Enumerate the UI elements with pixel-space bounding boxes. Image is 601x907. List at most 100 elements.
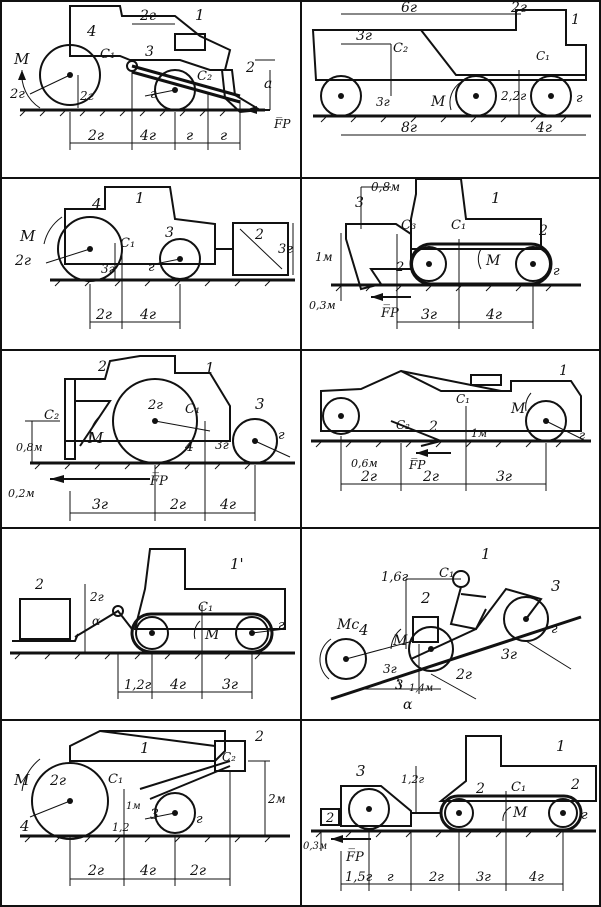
diagram-label: 2: [420, 589, 431, 607]
diagram-label: 4г: [139, 307, 156, 323]
diagram-label: 2г: [49, 773, 66, 789]
diagram-label: 2: [254, 227, 264, 243]
scraper-body: [340, 785, 412, 827]
diagram-label: г: [576, 91, 583, 106]
diagram-label: 2г: [510, 0, 527, 16]
diagram-label: 1м: [126, 801, 141, 812]
diagram-label: M: [392, 633, 408, 649]
diagram-label: 3г: [278, 242, 293, 257]
diagram-label: M: [87, 429, 104, 447]
diagram-label: 3: [165, 225, 174, 241]
diagram-label: 2г: [360, 469, 377, 485]
diagram-label: г: [387, 870, 394, 885]
diagram-label: г: [278, 618, 285, 633]
diagram-label: M: [13, 771, 30, 789]
diagram-label: г: [278, 428, 285, 443]
diagram-label: 3г: [356, 28, 372, 44]
diagram-label: 1: [491, 189, 501, 207]
diagram-label: г: [148, 260, 155, 275]
diagram-label: 4г: [528, 870, 544, 885]
diagram-label: M: [204, 627, 220, 643]
diagram-label: 2: [395, 260, 404, 275]
diagram-label: 4г: [139, 128, 156, 144]
diagram-label: 3: [355, 195, 364, 211]
diagram-label: α: [92, 614, 100, 628]
diagram-label: 2г: [89, 590, 104, 604]
diagram-label: 6г: [401, 0, 417, 16]
diagram-label: C₃: [401, 218, 416, 233]
diagram-label: 3: [145, 44, 154, 60]
diagram-label: M: [485, 253, 501, 269]
diagram-label: 1: [205, 359, 215, 377]
diagram-label: 1,4м: [409, 683, 433, 694]
diagram-label: г: [581, 808, 588, 823]
diagram-label: F̅P: [408, 457, 426, 472]
diagram-label: C₂: [393, 41, 408, 56]
diagram-label: 2г: [87, 863, 104, 879]
diagram-label: 2г: [79, 89, 94, 103]
incline-ground: [330, 615, 582, 701]
bucket: [345, 223, 412, 291]
diagram-label: 2г: [189, 863, 206, 879]
diagram-label: 2г: [428, 870, 444, 885]
diagram-label: 1,2г: [124, 678, 152, 693]
panel-9: 1 2 C₂ C₁ M 2г 4 1м 1,2 3 г 2м 2г 4г 2г: [0, 721, 300, 907]
diagram-label: 2г: [455, 667, 472, 683]
diagram-label: 1: [571, 12, 580, 28]
panel-8: 1,6г C₁ 1 2 3 Mc 4 M 3г 3 α 1,4м 2г 3г г: [301, 529, 601, 720]
diagram-label: 2: [254, 729, 264, 745]
panel-7: 1' 2 2г α C₁ M г 1,2г 4г 3г: [0, 529, 300, 720]
panel-6: 1 C₁ M C₂ 2 F̅P 1м 0,6м г 2г 2г 3г: [301, 351, 601, 528]
diagram-label: 2: [538, 223, 548, 239]
panel-2: 6г 2г 1 3г C₂ C₁ 3г M 2,2г г 8г 4г: [301, 0, 601, 178]
front-wheel: [154, 792, 196, 834]
diagram-label: 2г: [147, 398, 163, 413]
diagram-label: F̅P: [345, 849, 364, 865]
diagram-label: 3: [395, 678, 403, 693]
diagram-label: 2г: [95, 307, 112, 323]
panel-10: 1 3 1,2г 2 2 2 C₁ M г F̅P 0,3м 1,5г г 2г…: [301, 721, 601, 907]
diagram-label: 2м: [267, 792, 286, 806]
diagram-label: 3: [551, 577, 561, 595]
diagram-label: 2г: [87, 128, 104, 144]
diagram-label: M: [512, 805, 528, 821]
rear-wheel: [39, 44, 101, 106]
sled-load: [19, 598, 71, 640]
diagram-label: 3г: [496, 469, 512, 485]
panel-3: 1 4 C₁ 3 2 M 2г 3г 3г г 2г 4г: [0, 179, 300, 350]
diagram-label: 4г: [535, 120, 552, 136]
blade-frame: [64, 378, 76, 460]
diagram-label: Mc: [336, 617, 359, 633]
tractor-body: [311, 9, 587, 81]
diagram-label: 2г: [14, 253, 31, 269]
diagram-label: 4г: [169, 677, 186, 693]
panel-5: 2 1 C₂ C₁ 2г 3 4 M 3г г 0,8м 0,2м F̅P 3г…: [0, 351, 300, 528]
grader-body: [320, 369, 582, 432]
diagram-label: 2,2г: [500, 89, 526, 103]
diagram-label: г: [579, 428, 585, 442]
diagram-label: 3г: [215, 438, 229, 452]
towed-wheel: [325, 638, 367, 680]
diagram-label: г: [553, 264, 560, 279]
diagram-label: F̅P: [273, 116, 291, 131]
diagram-label: 4: [19, 817, 30, 835]
diagram-label: 1,5г: [345, 870, 373, 885]
diagram-label: C₁: [511, 780, 526, 795]
diagram-label: 1,6г: [381, 570, 409, 585]
diagram-label: C₂: [222, 750, 236, 764]
diagram-label: 3г: [421, 307, 437, 323]
diagram-label: 8г: [401, 120, 417, 136]
tractor-body: [410, 179, 542, 250]
diagram-label: 3г: [476, 870, 491, 885]
diagram-label: 1,2г: [401, 773, 424, 786]
diagram-label: 1: [140, 739, 150, 757]
diagram-label: 3г: [92, 497, 108, 513]
blade-arm: [131, 64, 241, 98]
diagram-label: C₁: [198, 600, 213, 615]
diagram-label: C₁: [120, 236, 135, 251]
diagram-label: 0,8м: [16, 441, 43, 454]
diagram-label: 4: [86, 22, 97, 40]
diagram-label: C₁: [185, 402, 200, 417]
